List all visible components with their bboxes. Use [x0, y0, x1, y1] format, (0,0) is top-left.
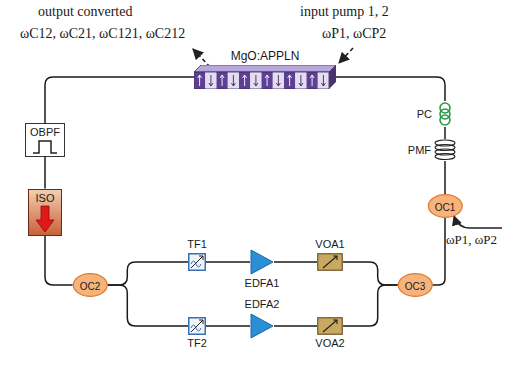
oc-shape: OC3: [398, 273, 433, 297]
crystal-component: MgO:APPLN: [194, 50, 336, 89]
component-label: TF2: [187, 337, 207, 350]
component-label: OC1: [435, 202, 456, 213]
filter-passband: [32, 139, 58, 154]
component-label: PC: [417, 108, 432, 121]
fiber-connector: [274, 261, 317, 263]
oc-shape: OC2: [73, 273, 108, 297]
fiber-connector: [343, 262, 398, 285]
oc-component: OC1: [428, 194, 463, 218]
voa-component: VOA2: [315, 317, 344, 350]
obpf-component: OBPF: [25, 123, 65, 157]
component-label: EDFA2: [245, 298, 280, 311]
fiber-connector: [274, 325, 317, 327]
signal-label: ωC12, ωC21, ωC121, ωC212: [20, 26, 185, 42]
signal-label: ωP1, ωCP2: [322, 26, 386, 42]
isolator-arrow: [35, 205, 55, 233]
edfa-shape: [250, 313, 274, 339]
fiber-connector: [336, 77, 445, 101]
fiber-connector: [45, 236, 73, 286]
component-label: VOA2: [315, 337, 344, 350]
fiber-connector: [107, 285, 188, 326]
fiber-connector: [206, 325, 250, 327]
component-label: ISO: [36, 192, 55, 205]
pmf-shape: [433, 139, 457, 161]
edfa-shape: [250, 249, 274, 275]
component-label: TF1: [187, 238, 207, 251]
iso-component: ISO: [28, 189, 62, 236]
oc-shape: OC1: [428, 194, 463, 218]
pmf-component: PMF: [408, 139, 457, 161]
signal-label: input pump 1, 2: [300, 4, 389, 20]
component-label: OC2: [80, 281, 101, 292]
oc-component: OC2: [73, 273, 108, 297]
tf-shape: [188, 317, 206, 335]
voa-shape: [317, 253, 343, 271]
edfa-component: EDFA1: [245, 249, 280, 290]
component-label: VOA1: [315, 238, 344, 251]
oc-component: OC3: [398, 273, 433, 297]
fiber-connector: [206, 261, 250, 263]
pump-input-fiber: [454, 216, 502, 228]
input-arrow: [339, 48, 353, 63]
voa-shape: [317, 317, 343, 335]
tf-shape: [188, 253, 206, 271]
component-label: EDFA1: [245, 277, 280, 290]
fiber-connector: [444, 127, 446, 139]
crystal-shape: [194, 65, 336, 89]
component-label: OBPF: [30, 126, 60, 139]
tf-component: TF2: [187, 317, 207, 350]
voa-component: VOA1: [315, 238, 344, 271]
fiber-connector: [107, 262, 188, 285]
fiber-connector: [45, 77, 194, 123]
signal-label: output converted: [38, 4, 132, 20]
fiber-connector: [44, 157, 46, 189]
iso-shape: ISO: [28, 189, 62, 236]
pc-component: PC: [417, 101, 456, 127]
component-label: PMF: [408, 144, 431, 157]
component-label: MgO:APPLN: [231, 50, 300, 63]
edfa-component: EDFA2: [245, 298, 280, 339]
fiber-connector: [432, 218, 445, 285]
output-arrow: [193, 49, 210, 67]
fiber-connector: [444, 161, 446, 194]
component-label: OC3: [405, 281, 426, 292]
signal-label: ωP1, ωP2: [446, 232, 497, 248]
tf-component: TF1: [187, 238, 207, 271]
obpf-shape: OBPF: [25, 123, 65, 157]
fiber-connector: [343, 285, 398, 326]
pc-shape: [434, 101, 456, 127]
